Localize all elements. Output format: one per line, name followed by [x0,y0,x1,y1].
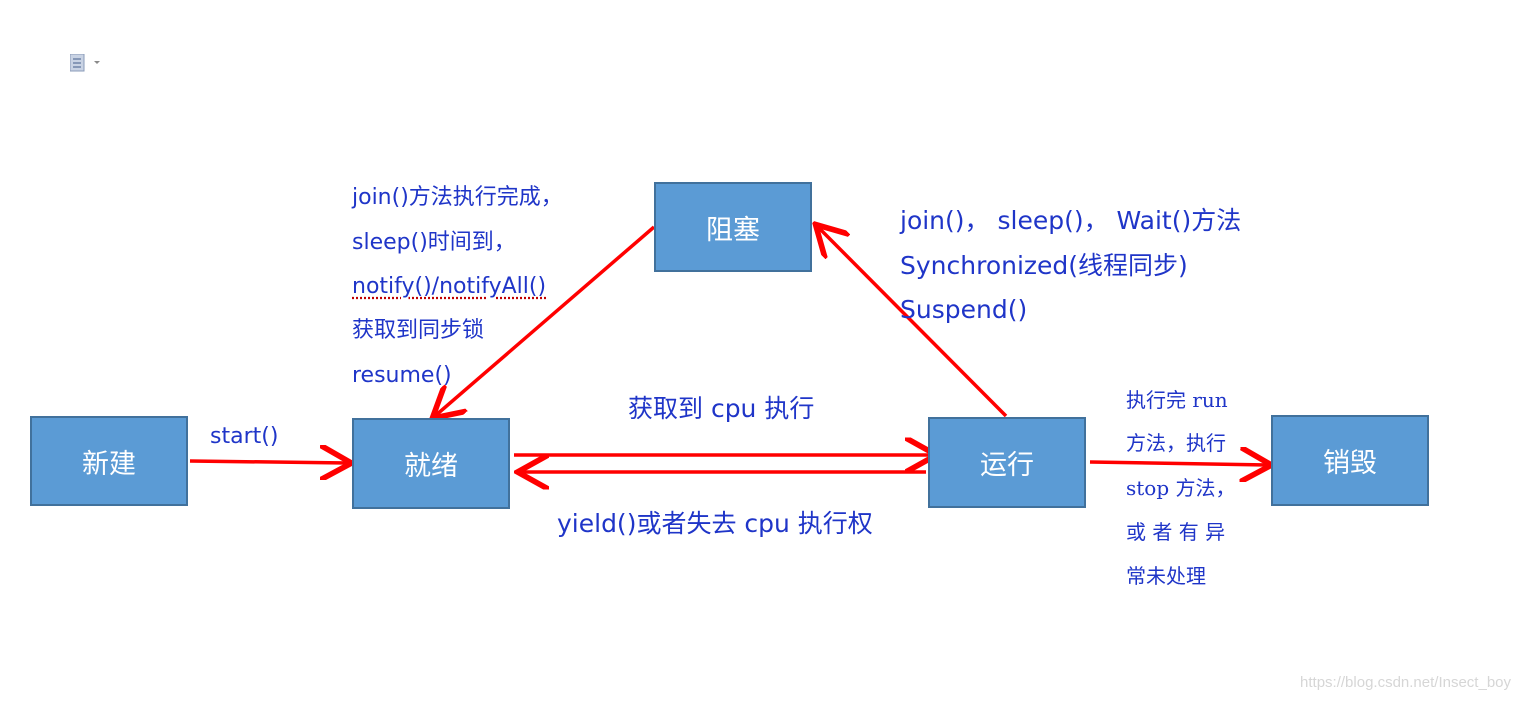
state-running-label: 运行 [980,450,1034,481]
label-running-to-destroyed-3: stop 方法， [1126,476,1236,500]
state-destroyed[interactable]: 销毁 [1271,415,1429,506]
label-blocked-to-ready-4: 获取到同步锁 [352,318,485,343]
label-running-to-destroyed-2: 方法，执行 [1126,431,1226,455]
label-blocked-to-ready-5: resume() [352,363,452,388]
arrow-running-to-destroyed [1089,462,1268,465]
arrow-new-to-ready [189,461,348,463]
label-blocked-to-ready-2: sleep()时间到， [352,230,516,255]
label-running-to-blocked-3: Suspend() [900,295,1028,324]
watermark: https://blog.csdn.net/Insect_boy [1300,674,1511,691]
state-ready-label: 就绪 [404,451,458,482]
label-blocked-to-ready-1: join()方法执行完成， [352,185,563,210]
document-paste-icon[interactable] [70,54,104,72]
label-running-to-blocked-2: Synchronized(线程同步) [900,251,1188,280]
label-running-to-destroyed-5: 常未处理 [1126,564,1206,588]
state-new[interactable]: 新建 [30,416,188,506]
label-running-to-destroyed-4: 或 者 有 异 [1126,520,1226,544]
label-running-to-destroyed-1: 执行完 run [1126,388,1228,412]
label-blocked-to-ready-3: notify()/notifyAll() [352,274,547,299]
label-to-running: 获取到 cpu 执行 [628,394,815,423]
state-blocked-label: 阻塞 [706,214,760,246]
state-running[interactable]: 运行 [928,417,1086,508]
state-destroyed-label: 销毁 [1323,448,1377,479]
state-new-label: 新建 [82,448,136,480]
label-start: start() [210,424,279,449]
state-ready[interactable]: 就绪 [352,418,510,509]
state-blocked[interactable]: 阻塞 [654,182,812,272]
label-to-ready: yield()或者失去 cpu 执行权 [557,509,873,538]
label-running-to-blocked-1: join()， sleep()， Wait()方法 [900,206,1242,235]
